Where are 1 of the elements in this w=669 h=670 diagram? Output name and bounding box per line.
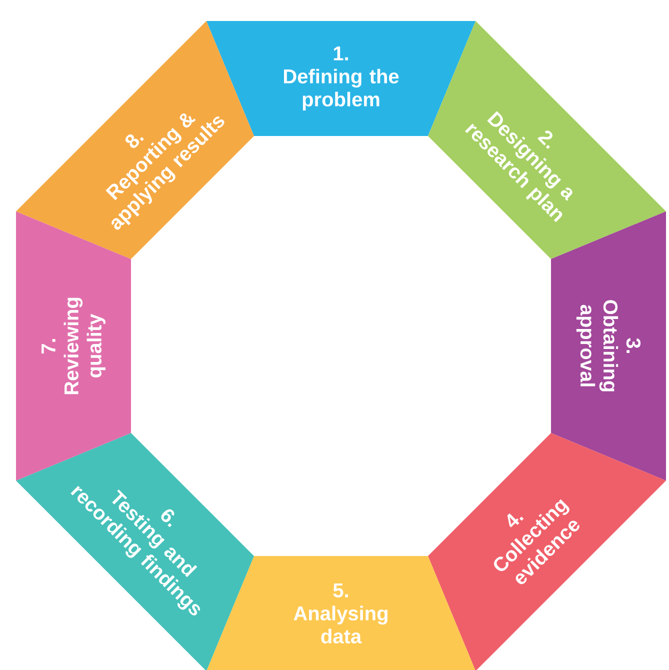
cycle-segment: 5. Analysing data: [206, 556, 476, 670]
